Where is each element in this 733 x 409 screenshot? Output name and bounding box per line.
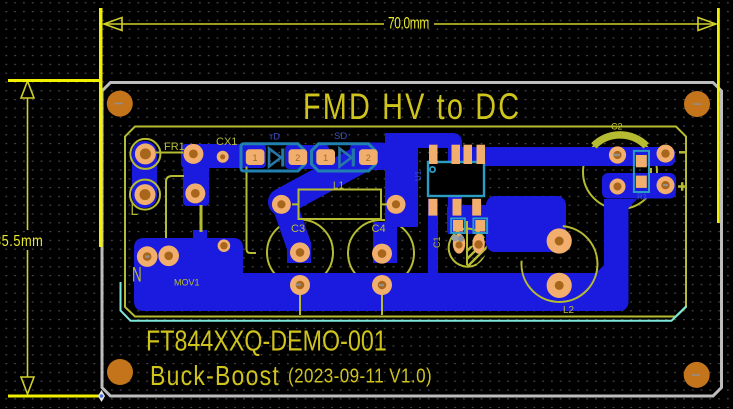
svg-text:FR1: FR1 [164,141,185,153]
svg-text:C1: C1 [432,236,442,248]
svg-text:MOV1: MOV1 [174,278,200,288]
svg-text:L: L [131,201,139,220]
svg-text:L1: L1 [333,181,345,192]
svg-text:CX1: CX1 [216,136,237,148]
svg-text:SD: SD [334,131,347,142]
svg-text:N: N [132,262,142,286]
svg-text:FMD HV to DC: FMD HV to DC [303,87,519,128]
svg-text:rD: rD [270,132,280,143]
svg-text:2: 2 [295,153,300,163]
svg-text:1: 1 [252,153,257,163]
svg-text:L2: L2 [563,305,575,316]
svg-text:U1: U1 [414,170,423,181]
svg-text:70.0mm: 70.0mm [388,15,429,34]
svg-text:1: 1 [323,153,328,163]
svg-text:Buck-Boost: Buck-Boost [150,361,279,392]
svg-text:FT844XXQ-DEMO-001: FT844XXQ-DEMO-001 [146,324,387,357]
svg-text:C2: C2 [611,122,623,132]
svg-text:C4: C4 [372,223,386,235]
svg-text:35.5mm: 35.5mm [0,233,43,251]
svg-text:2: 2 [366,153,371,163]
svg-text:C3: C3 [291,223,305,235]
svg-text:(2023-09-11 V1.0): (2023-09-11 V1.0) [288,364,432,387]
svg-text:R1: R1 [637,193,648,202]
